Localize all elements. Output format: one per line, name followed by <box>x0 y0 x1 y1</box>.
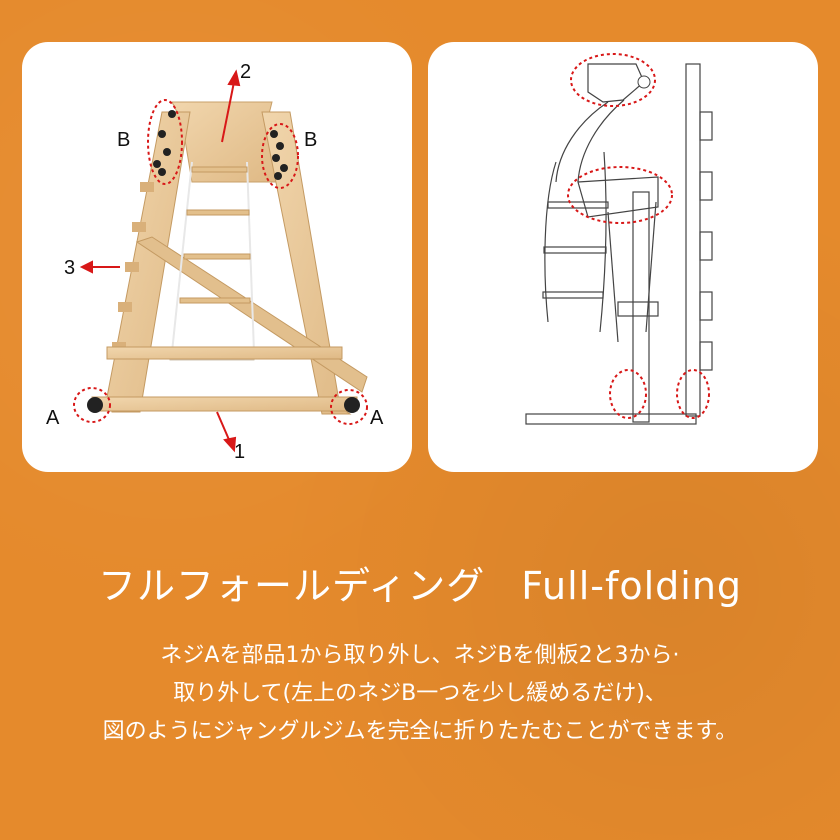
folded-climbing-holds <box>699 111 713 371</box>
description-line-3: 図のようにジャングルジムを完全に折りたたむことができます。 <box>102 719 738 744</box>
label-screw-a-left: A <box>46 407 60 429</box>
title-english: Full-folding <box>521 564 743 608</box>
assembled-frame-photo-card: 2 3 1 A A B B <box>22 42 412 472</box>
page-title: フルフォールディング Full-folding <box>0 555 840 610</box>
bottom-crossbar <box>91 396 358 412</box>
middle-bracket <box>577 176 659 218</box>
folded-frame-illustration <box>525 53 713 425</box>
top-bracket <box>587 63 645 103</box>
label-part-1: 1 <box>234 441 246 463</box>
highlight-b-left <box>147 99 183 185</box>
screw-a-left <box>87 397 103 413</box>
label-screw-b-left: B <box>117 129 131 151</box>
label-screw-a-right: A <box>370 407 384 429</box>
title-japanese: フルフォールディング <box>97 564 486 608</box>
folded-slide-board <box>632 191 650 423</box>
pointer-arrows <box>79 69 241 453</box>
folded-highlights <box>567 53 710 419</box>
highlight-a-left <box>73 387 111 423</box>
folded-rope <box>544 161 557 323</box>
assembled-frame-illustration <box>73 69 368 453</box>
label-screw-b-right: B <box>304 129 318 151</box>
description-line-1: ネジAを部品1から取り外し、ネジBを側板2と3から· <box>160 643 680 668</box>
label-part-2: 2 <box>240 61 252 83</box>
middle-crossbar <box>106 346 343 360</box>
folded-bottom-bar <box>525 413 697 425</box>
screw-a-right <box>344 397 360 413</box>
ladder-rungs <box>179 166 251 304</box>
highlight-b-right <box>261 123 299 189</box>
highlight-a-right <box>330 389 368 425</box>
label-part-3: 3 <box>64 257 76 279</box>
folded-frame-drawing-card <box>428 42 818 472</box>
description-line-2: 取り外して(左上のネジB一つを少し緩めるだけ)、 <box>173 681 667 706</box>
screws-b <box>153 110 288 180</box>
curved-panel <box>555 101 609 183</box>
folded-side-board <box>685 63 701 417</box>
hinge-icon <box>637 75 651 89</box>
